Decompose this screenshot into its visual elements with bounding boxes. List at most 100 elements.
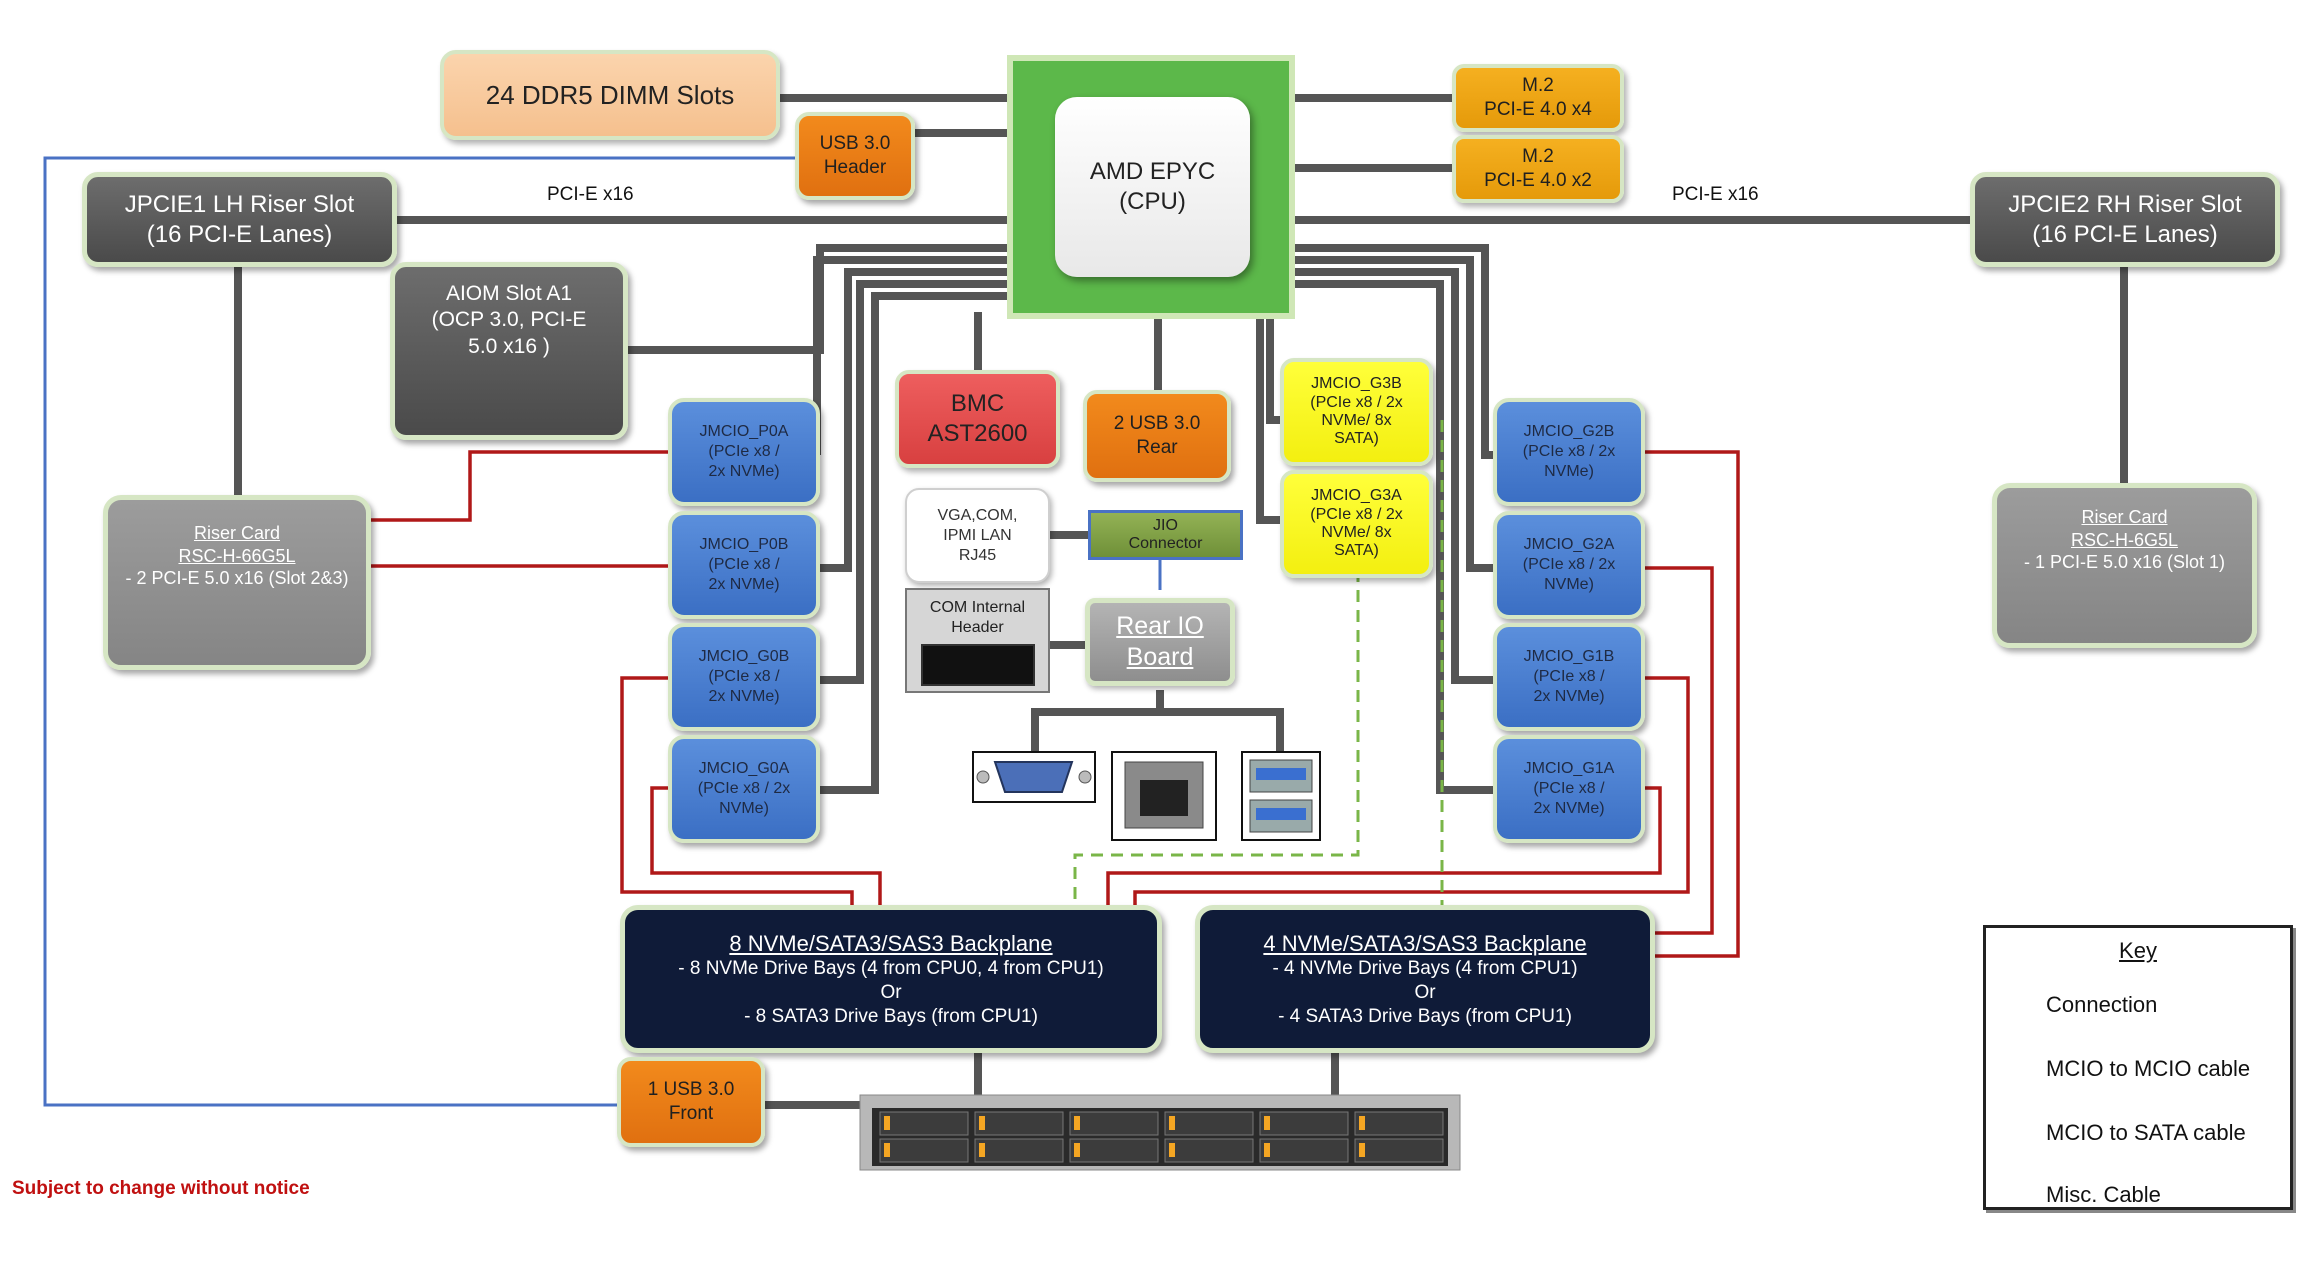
- cable-misc-usb: [43, 156, 795, 1107]
- bp8-title: 8 NVMe/SATA3/SAS3 Backplane: [729, 930, 1053, 956]
- aiom-line2: (OCP 3.0, PCI-E: [431, 308, 587, 332]
- server-chassis-image: [859, 1094, 1461, 1171]
- wire-g2b: [1292, 244, 1500, 459]
- m2b-line1: M.2: [1522, 146, 1554, 168]
- drive-bay-led: [979, 1143, 985, 1157]
- drive-bay: [1259, 1138, 1349, 1163]
- jmcio-g1a-line3: 2x NVMe): [1533, 800, 1605, 817]
- drive-bay-led: [1074, 1116, 1080, 1130]
- jmcio-g3a-line2: (PCIe x8 / 2x: [1310, 505, 1403, 523]
- cpu-line2: (CPU): [1119, 188, 1186, 215]
- jmcio-g1a: JMCIO_G1A (PCIe x8 / 2x NVMe): [1493, 735, 1645, 843]
- dimm-label: 24 DDR5 DIMM Slots: [485, 79, 735, 110]
- usb-rear-line2: Rear: [1136, 437, 1178, 458]
- vga-line2: IPMI LAN: [943, 526, 1012, 544]
- jpcie2-line2: (16 PCI-E Lanes): [2032, 220, 2218, 248]
- riser-right-title2: RSC-H-6G5L: [2070, 529, 2179, 550]
- drive-bay: [1069, 1138, 1159, 1163]
- jmcio-g0a-line3: NVMe): [719, 800, 769, 817]
- vga-line1: VGA,COM,: [937, 506, 1018, 524]
- m2-slot-b: M.2 PCI-E 4.0 x2: [1452, 135, 1624, 203]
- jmcio-g2a: JMCIO_G2A (PCIe x8 / 2x NVMe): [1493, 511, 1645, 619]
- rear-io-line2: Board: [1126, 643, 1194, 671]
- drive-bay: [1354, 1111, 1444, 1136]
- jmcio-g2b-name: JMCIO_G2B: [1523, 423, 1615, 440]
- drive-bay-led: [1359, 1143, 1365, 1157]
- key-misc-cable: Misc. Cable: [2046, 1182, 2161, 1207]
- bmc-line1: BMC: [950, 390, 1005, 417]
- jmcio-p0a-name: JMCIO_P0A: [699, 423, 789, 440]
- m2-slot-a: M.2 PCI-E 4.0 x4: [1452, 64, 1624, 132]
- com-line1: COM Internal: [929, 599, 1026, 616]
- riser-left-title2: RSC-H-66G5L: [178, 545, 296, 566]
- jpcie1-line1: JPCIE1 LH Riser Slot: [124, 190, 355, 218]
- jmcio-g2b: JMCIO_G2B (PCIe x8 / 2x NVMe): [1493, 398, 1645, 506]
- bmc-line2: AST2600: [927, 420, 1028, 447]
- vga-com-lan: VGA,COM, IPMI LAN RJ45: [905, 488, 1050, 583]
- rear-io-line1: Rear IO: [1116, 611, 1204, 640]
- drive-bay: [1069, 1111, 1159, 1136]
- jmcio-g2b-line2: (PCIe x8 / 2x: [1522, 443, 1616, 460]
- usb-ports-icon: [1241, 751, 1321, 841]
- drive-bay-led: [1169, 1116, 1175, 1130]
- jio-line1: JIO: [1153, 516, 1178, 534]
- bp4-line1: - 4 NVMe Drive Bays (4 from CPU1): [1272, 958, 1578, 980]
- m2a-line1: M.2: [1522, 75, 1554, 97]
- cable-g0a-bp8: [650, 786, 882, 905]
- jmcio-g1b: JMCIO_G1B (PCIe x8 / 2x NVMe): [1493, 623, 1645, 731]
- riser-card-left: Riser Card RSC-H-66G5L - 2 PCI-E 5.0 x16…: [103, 495, 371, 670]
- jmcio-g1b-name: JMCIO_G1B: [1523, 648, 1615, 665]
- wire-g2a: [1292, 256, 1500, 572]
- jmcio-p0a: JMCIO_P0A (PCIe x8 / 2x NVMe): [668, 398, 820, 506]
- jmcio-g3b-name: JMCIO_G3B: [1311, 375, 1402, 393]
- wire-g0a: [817, 292, 1010, 794]
- jmcio-g2a-line2: (PCIe x8 / 2x: [1522, 556, 1616, 573]
- drive-bay: [1354, 1138, 1444, 1163]
- cable-g2b-bp4: [1645, 450, 1740, 958]
- m2a-line2: PCI-E 4.0 x4: [1484, 99, 1592, 120]
- drive-bay: [879, 1138, 969, 1163]
- wire-p0a: [813, 256, 1010, 455]
- drive-bay: [1164, 1111, 1254, 1136]
- jmcio-g2a-name: JMCIO_G2A: [1523, 536, 1615, 553]
- backplane-4-bay: 4 NVMe/SATA3/SAS3 Backplane - 4 NVMe Dri…: [1195, 905, 1655, 1053]
- jmcio-g3b-line2: (PCIe x8 / 2x: [1310, 393, 1403, 411]
- jmcio-g3a-line4: SATA): [1334, 542, 1379, 560]
- com-internal-header: COM Internal Header: [905, 588, 1050, 693]
- m2b-line2: PCI-E 4.0 x2: [1484, 170, 1592, 191]
- bp4-line3: - 4 SATA3 Drive Bays (from CPU1): [1278, 1005, 1572, 1027]
- cpu: AMD EPYC (CPU): [1055, 97, 1250, 277]
- usb-rear-line1: 2 USB 3.0: [1113, 413, 1201, 435]
- jmcio-g0a-line2: (PCIe x8 / 2x: [697, 780, 791, 797]
- jmcio-g3b-line4: SATA): [1334, 430, 1379, 448]
- key-mcio-mcio: MCIO to MCIO cable: [2046, 1056, 2251, 1081]
- jmcio-g0b-line3: 2x NVMe): [708, 688, 780, 705]
- com-header-pins-icon: [920, 644, 1035, 686]
- aiom-slot: AIOM Slot A1 (OCP 3.0, PCI-E 5.0 x16 ): [390, 262, 628, 440]
- jmcio-g2b-line3: NVMe): [1544, 463, 1594, 480]
- cable-g0b-bp8: [620, 676, 854, 905]
- bp4-title: 4 NVMe/SATA3/SAS3 Backplane: [1263, 930, 1587, 956]
- jmcio-p0a-line2: (PCIe x8 /: [708, 443, 780, 460]
- disclaimer-note: Subject to change without notice: [12, 1178, 310, 1199]
- wire-g1a: [1292, 280, 1500, 794]
- drive-bay: [974, 1111, 1064, 1136]
- jio-connector: JIO Connector: [1088, 510, 1243, 560]
- usb-front-line2: Front: [668, 1103, 714, 1124]
- drive-bay-led: [884, 1143, 890, 1157]
- jmcio-g1a-line2: (PCIe x8 /: [1533, 780, 1605, 797]
- usb-front-box: 1 USB 3.0 Front: [617, 1057, 765, 1147]
- usb-header-line2: Header: [823, 157, 887, 178]
- drive-bay-led: [1264, 1116, 1270, 1130]
- jmcio-g0b: JMCIO_G0B (PCIe x8 / 2x NVMe): [668, 623, 820, 731]
- wire-rear-io-b: [1160, 708, 1284, 752]
- drive-bay-led: [1169, 1143, 1175, 1157]
- riser-left-item: - 2 PCI-E 5.0 x16 (Slot 2&3): [125, 568, 349, 588]
- jmcio-g1a-name: JMCIO_G1A: [1523, 760, 1615, 777]
- jmcio-g3a: JMCIO_G3A (PCIe x8 / 2x NVMe/ 8x SATA): [1280, 470, 1433, 578]
- jmcio-g1b-line3: 2x NVMe): [1533, 688, 1605, 705]
- rear-io-board: Rear IO Board: [1085, 598, 1235, 686]
- drive-bay-led: [979, 1116, 985, 1130]
- jmcio-p0b-line2: (PCIe x8 /: [708, 556, 780, 573]
